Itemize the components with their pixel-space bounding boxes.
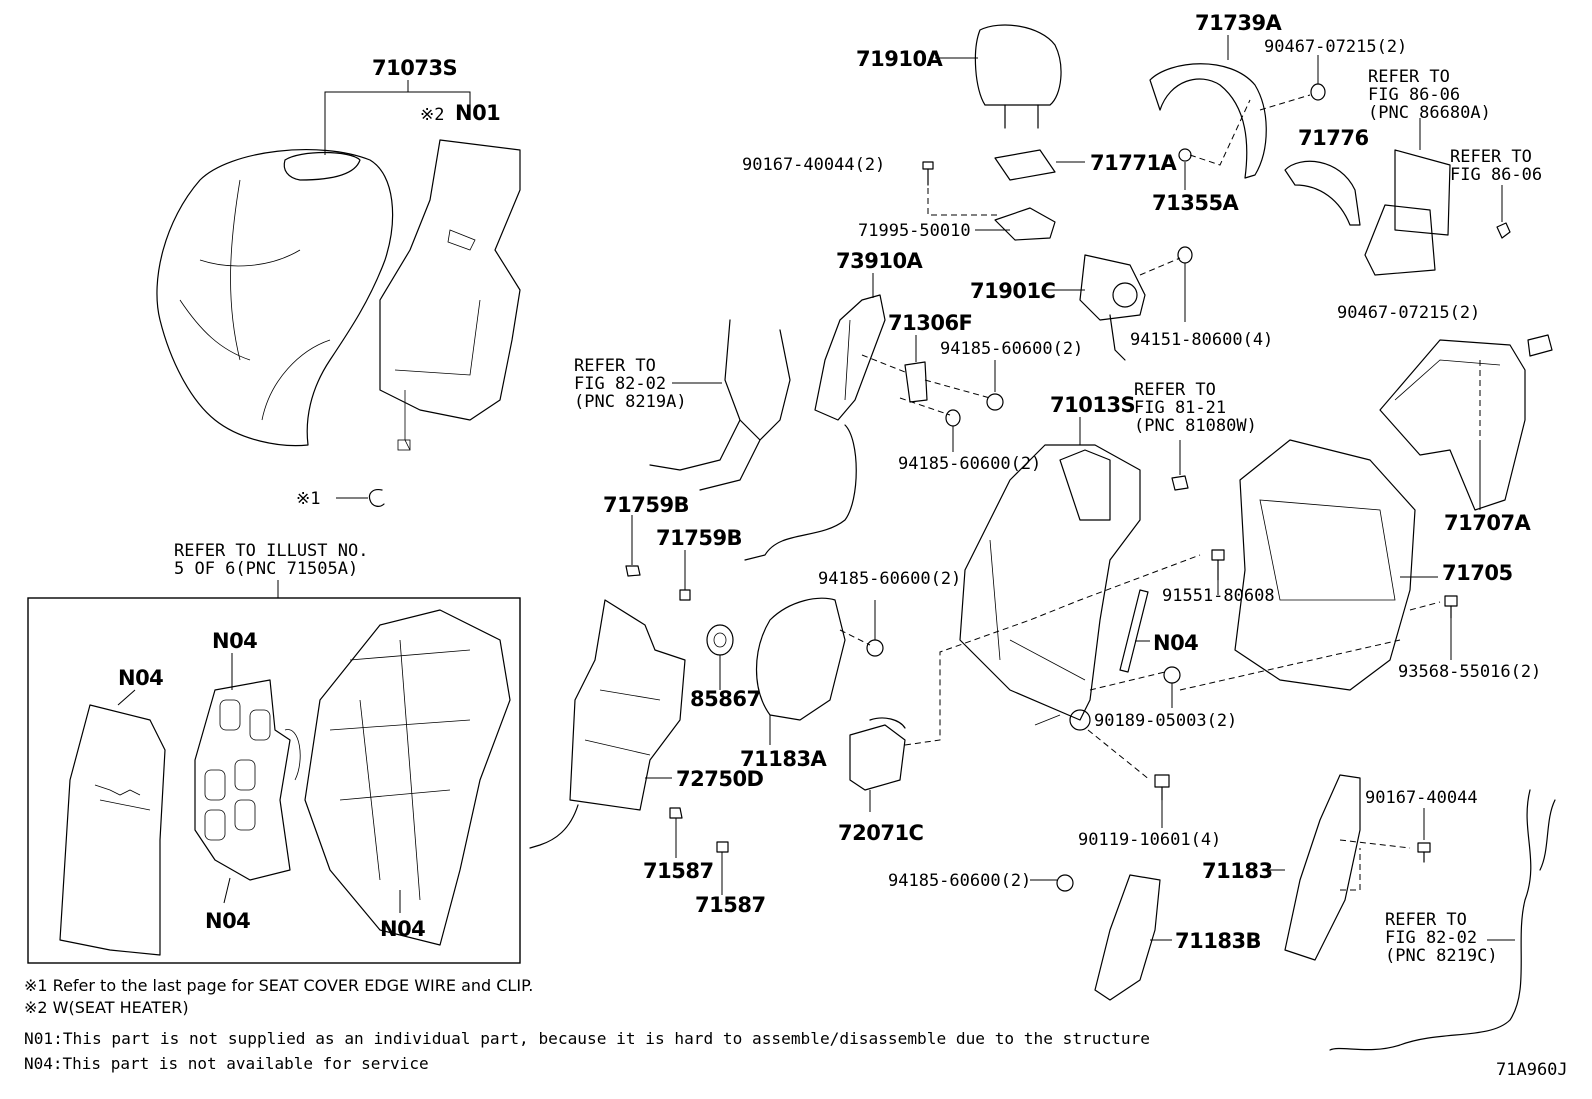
label-mark2: ※2	[420, 105, 444, 125]
ref-illust-l2: 5 OF 6(PNC 71505A)	[174, 559, 358, 579]
label-90167-40044-2: 90167-40044(2)	[742, 155, 885, 175]
motor-72071C	[849, 717, 906, 791]
label-box-N04-d: N04	[380, 917, 425, 941]
note-4: N04:This part is not available for servi…	[24, 1054, 429, 1073]
label-94185-60600-c: 94185-60600(2)	[818, 569, 961, 589]
diagram-code: 71A960J	[1496, 1060, 1568, 1080]
label-71759B-a: 71759B	[603, 493, 689, 517]
speaker-85867	[706, 624, 734, 656]
ref-82-02-a-l3: (PNC 8219A)	[574, 392, 687, 412]
label-71707A: 71707A	[1444, 511, 1532, 535]
headrest-illustration	[974, 24, 1062, 129]
label-71183B: 71183B	[1175, 929, 1261, 953]
box-n04-panel-a	[59, 704, 166, 956]
seatback-frame-71013S	[959, 444, 1141, 731]
ref-illust-l1: REFER TO ILLUST NO.	[174, 541, 368, 561]
label-N01: N01	[455, 101, 500, 125]
trim-71183	[1284, 774, 1361, 961]
label-71759B-b: 71759B	[656, 526, 742, 550]
label-71587-a: 71587	[643, 859, 714, 883]
ref-81-21-l2: FIG 81-21	[1134, 398, 1226, 418]
module-86680A	[1364, 149, 1451, 276]
label-94185-60600-d: 94185-60600(2)	[888, 871, 1031, 891]
ref-82-02-b-l3: (PNC 8219C)	[1385, 946, 1498, 966]
label-90467-07215-2-top: 90467-07215(2)	[1264, 37, 1407, 57]
ref-86-06-b-l2: FIG 86-06	[1450, 165, 1542, 185]
harness-8219A	[649, 319, 791, 491]
seat-heater-illustration	[379, 139, 521, 451]
label-box-N04-a: N04	[212, 629, 257, 653]
ref-81-21-l3: (PNC 81080W)	[1134, 416, 1257, 436]
ref-82-02-b-l2: FIG 82-02	[1385, 928, 1477, 948]
label-N04-frame: N04	[1153, 631, 1198, 655]
note-1: ※1 Refer to the last page for SEAT COVER…	[24, 976, 533, 995]
label-71073S: 71073S	[372, 56, 457, 80]
seat-back-cover-illustration	[156, 148, 394, 447]
ref-82-02-a-l2: FIG 82-02	[574, 374, 666, 394]
ref-86-06-a-l2: FIG 86-06	[1368, 85, 1460, 105]
panel-72750D	[569, 599, 686, 811]
screw-90167-a	[922, 161, 934, 186]
side-trim-73910A	[814, 294, 886, 421]
bolt-93568	[1444, 595, 1458, 619]
guide-71995	[994, 207, 1056, 241]
ref-82-02-a-l1: REFER TO	[574, 356, 656, 376]
side-airbag-71183A	[756, 597, 846, 721]
label-94185-60600-a: 94185-60600(2)	[940, 339, 1083, 359]
ref-81-21-l1: REFER TO	[1134, 380, 1216, 400]
back-board-71705	[1234, 439, 1416, 691]
label-71776: 71776	[1298, 126, 1369, 150]
label-94151-80600-4: 94151-80600(4)	[1130, 330, 1273, 350]
label-94185-60600-b: 94185-60600(2)	[898, 454, 1041, 474]
ref-86-06-b-l1: REFER TO	[1450, 147, 1532, 167]
guide-71771A	[994, 149, 1056, 181]
label-72750D: 72750D	[676, 767, 764, 791]
box-n04-back-panel	[304, 609, 511, 946]
bracket-71306F	[904, 361, 928, 403]
label-71739A: 71739A	[1195, 11, 1283, 35]
label-71901C: 71901C	[970, 279, 1056, 303]
bolt-91551	[1211, 549, 1225, 581]
note-3: N01:This part is not supplied as an indi…	[24, 1029, 1150, 1048]
label-91551-80608: 91551-80608	[1162, 586, 1275, 606]
label-box-N04-b: N04	[118, 666, 163, 690]
frame-71739A	[1149, 63, 1267, 179]
bolt-90119	[1154, 774, 1170, 801]
recliner-71901C	[1079, 254, 1146, 361]
ref-82-02-b-l1: REFER TO	[1385, 910, 1467, 930]
label-90167-40044: 90167-40044	[1365, 788, 1478, 808]
cover-71776	[1284, 160, 1361, 226]
box-n04-pad	[194, 679, 301, 881]
label-73910A: 73910A	[836, 249, 924, 273]
back-board-71707A	[1379, 339, 1526, 511]
ref-86-06-a-l1: REFER TO	[1368, 67, 1450, 87]
label-93568-55016-2: 93568-55016(2)	[1398, 662, 1541, 682]
label-box-N04-c: N04	[205, 909, 250, 933]
label-mark1: ※1	[296, 489, 320, 509]
screw-90167-b	[1417, 842, 1431, 863]
label-71306F: 71306F	[888, 311, 972, 335]
label-71183: 71183	[1202, 859, 1273, 883]
illust-box	[27, 597, 521, 964]
label-71705: 71705	[1442, 561, 1513, 585]
label-85867: 85867	[690, 687, 761, 711]
label-71771A: 71771A	[1090, 151, 1178, 175]
label-90189-05003-2: 90189-05003(2)	[1094, 711, 1237, 731]
label-71587-b: 71587	[695, 893, 766, 917]
label-71183A: 71183A	[740, 747, 828, 771]
note-2: ※2 W(SEAT HEATER)	[24, 998, 189, 1017]
trim-71183B	[1094, 874, 1161, 1001]
label-71910A: 71910A	[856, 47, 944, 71]
label-90119-10601-4: 90119-10601(4)	[1078, 830, 1221, 850]
label-90467-07215-2-mid: 90467-07215(2)	[1337, 303, 1480, 323]
label-71355A: 71355A	[1152, 191, 1240, 215]
ref-86-06-a-l3: (PNC 86680A)	[1368, 103, 1491, 123]
labels: 71073S ※2 N01 ※1 71910A 90167-40044(2) 7…	[24, 11, 1568, 1080]
label-72071C: 72071C	[838, 821, 924, 845]
label-71013S: 71013S	[1050, 393, 1135, 417]
label-71995-50010: 71995-50010	[858, 221, 971, 241]
